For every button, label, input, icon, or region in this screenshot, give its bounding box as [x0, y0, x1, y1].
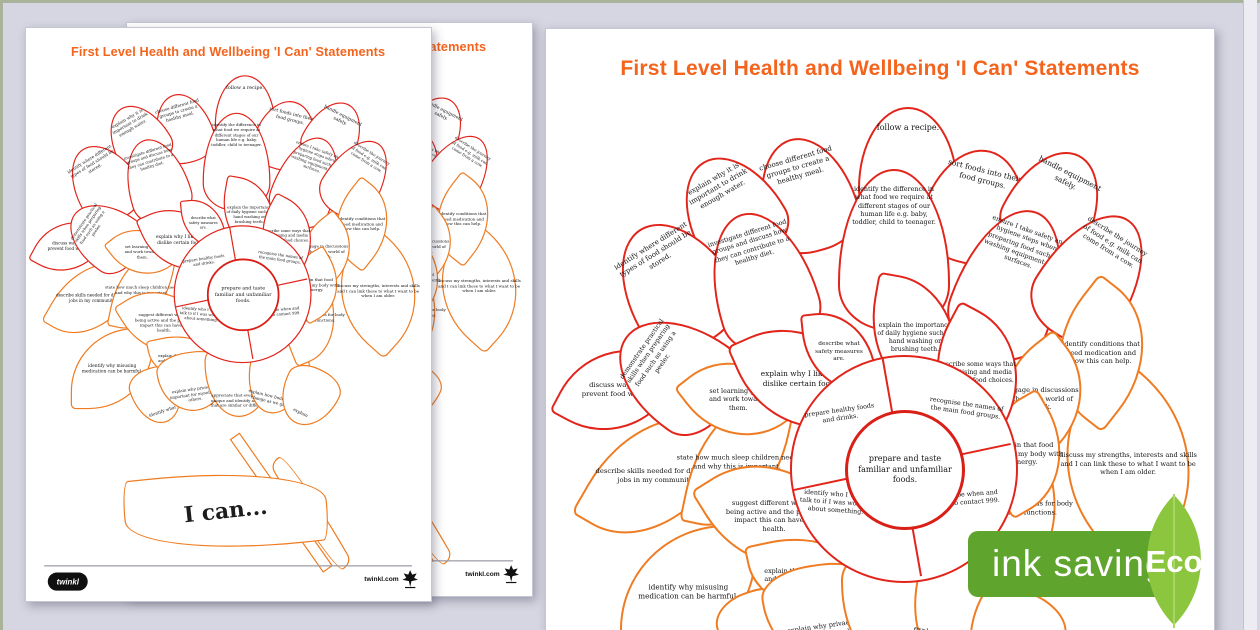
scrollbar[interactable] [1243, 0, 1257, 630]
preview-page-1[interactable]: First Level Health and Wellbeing 'I Can'… [25, 27, 432, 602]
footer-site-credit: twinkl.com [465, 570, 500, 578]
i-can-leaf: I can... [120, 460, 331, 562]
maple-leaf-icon [402, 570, 418, 589]
eco-label: Eco [1145, 544, 1203, 579]
preview-page-main[interactable]: First Level Health and Wellbeing 'I Can'… [545, 28, 1215, 630]
twinkl-logo: twinkl [47, 572, 88, 591]
ink-saving-label: ink saving [992, 543, 1167, 584]
page-title: First Level Health and Wellbeing 'I Can'… [70, 44, 386, 59]
page-title: First Level Health and Wellbeing 'I Can'… [620, 57, 1140, 80]
footer-divider [44, 565, 412, 567]
flower-centre-statement: prepare and taste familiar and unfamilia… [206, 258, 280, 332]
i-can-label: I can... [182, 493, 269, 528]
worksheet-page: First Level Health and Wellbeing 'I Can'… [26, 28, 431, 600]
maple-leaf-icon [503, 565, 519, 584]
eco-leaf-stem [1173, 494, 1175, 628]
flower-centre-statement: prepare and taste familiar and unfamilia… [845, 410, 965, 530]
footer-site-credit: twinkl.com [364, 575, 399, 583]
